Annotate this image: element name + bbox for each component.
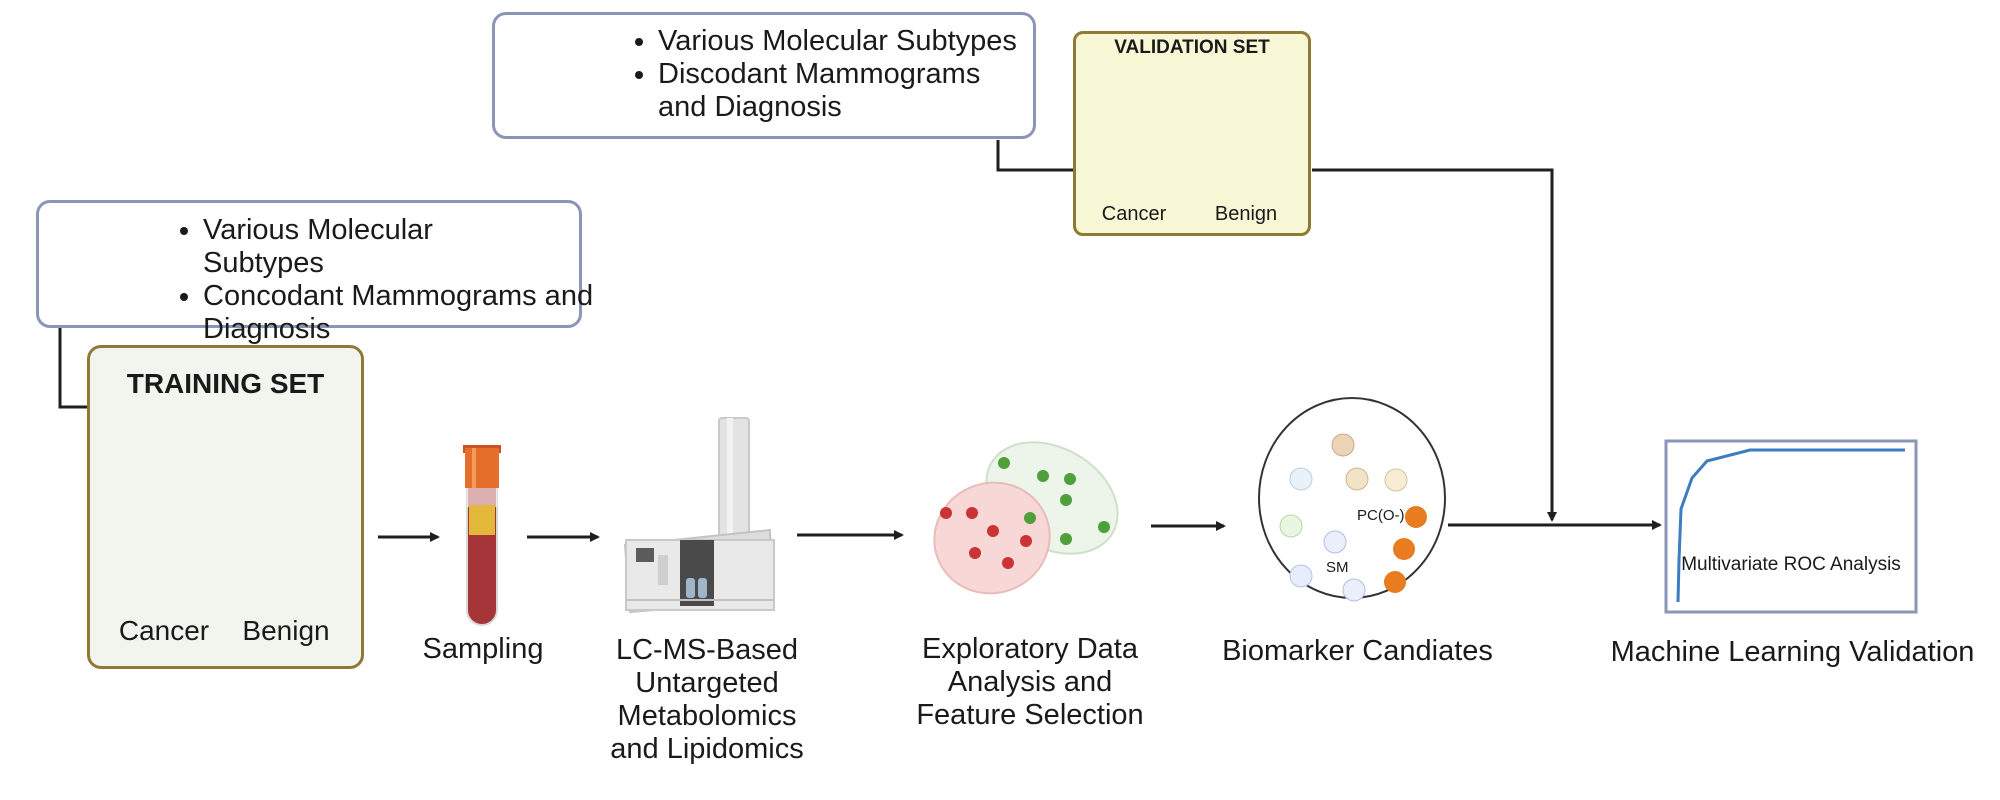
sampling-label: Sampling [422, 633, 544, 665]
validation-set-box [1073, 31, 1311, 236]
validation-info-box [492, 12, 1036, 139]
roc-curve [1676, 448, 1905, 603]
training-set-title: TRAINING SET [126, 368, 325, 399]
roc-plot-icon [1664, 439, 1918, 614]
arrow-validation-to-ml [1312, 168, 1557, 522]
lcms-label-line1: LC-MS-Based [615, 634, 799, 666]
training-notes: Various Molecular Subtypes Concodant Mam… [175, 214, 593, 346]
roc-label: Multivariate ROC Analysis [1681, 554, 1901, 575]
biomarker-plate-icon [1258, 397, 1446, 602]
lc-ms-instrument-icon [623, 417, 775, 614]
eda-label-line2: Analysis and [947, 666, 1113, 698]
validation-info-connector [996, 140, 1073, 172]
lcms-label-line2: Untargeted [635, 667, 779, 699]
training-info-box [36, 200, 582, 328]
validation-set-title: VALIDATION SET [1114, 37, 1270, 58]
training-set-box [87, 345, 364, 669]
training-info-connector [58, 327, 90, 409]
flow-arrows [378, 168, 1662, 542]
training-benign-label: Benign [242, 615, 330, 646]
eda-label-line3: Feature Selection [916, 699, 1144, 731]
validation-note-subtypes: Various Molecular Subtypes [658, 25, 1058, 58]
validation-note-mammograms: Discodant Mammograms and Diagnosis [658, 58, 1018, 124]
training-note-subtypes: Various Molecular Subtypes [203, 214, 473, 280]
lcms-label-line3: Metabolomics [617, 700, 797, 732]
cluster-plot-icon [933, 441, 1119, 595]
eda-label: Exploratory Data Analysis and Feature Se… [900, 633, 1160, 732]
biomarker-label: Biomarker Candiates [1222, 635, 1493, 667]
biomarker-pc-label: PC(O-) [1357, 507, 1405, 524]
connector-lines [58, 140, 1073, 409]
eda-label-line1: Exploratory Data [922, 633, 1138, 665]
training-note-mammograms: Concodant Mammograms and Diagnosis [203, 280, 603, 346]
training-cancer-label: Cancer [118, 615, 210, 646]
biomarker-sm-label: SM [1326, 559, 1349, 576]
validation-notes: Various Molecular Subtypes Discodant Mam… [630, 25, 1058, 124]
blood-tube-icon [463, 445, 501, 626]
validation-benign-label: Benign [1214, 203, 1278, 225]
validation-cancer-label: Cancer [1101, 203, 1167, 225]
lcms-label: LC-MS-Based Untargeted Metabolomics and … [582, 634, 832, 766]
lcms-label-line4: and Lipidomics [610, 733, 804, 765]
ml-validation-label: Machine Learning Validation [1610, 636, 1975, 668]
